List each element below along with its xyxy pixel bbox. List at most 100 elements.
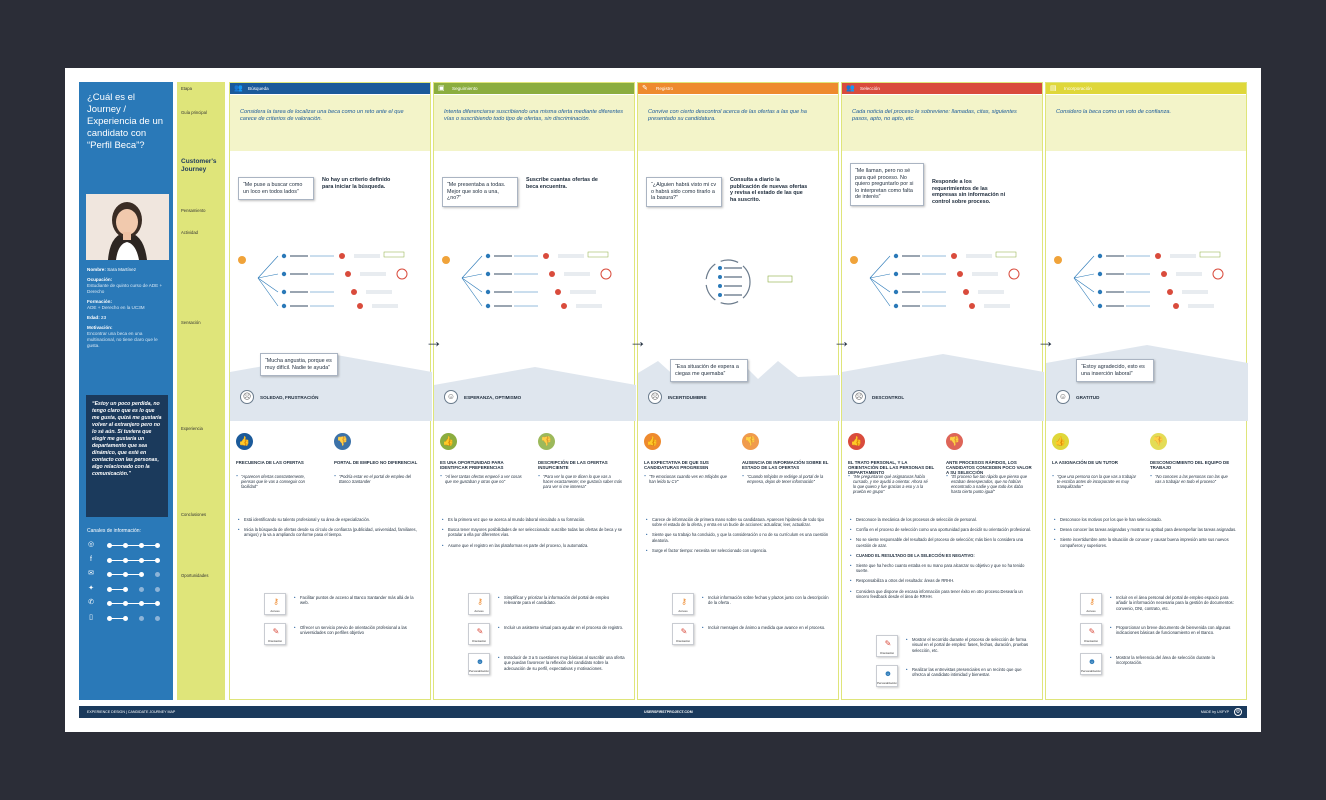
activity-flow	[234, 238, 426, 318]
opportunity-card: ⚷Acceso	[264, 593, 286, 615]
thumbs-down-icon: 👎	[946, 433, 963, 450]
channel-dot	[107, 572, 112, 577]
row-label-pensamiento: Pensamiento	[181, 208, 206, 213]
thought-bubble: “¿Alguien habrá visto mi cv o habrá sido…	[646, 177, 722, 207]
conclusion-item: Desconoce los motivos por los que le han…	[1054, 517, 1240, 522]
conclusion-item: Siente que ha hecho cuanto estaba en su …	[850, 563, 1036, 573]
motivation-label: Motivación:	[87, 325, 113, 330]
channel-dot	[139, 615, 144, 621]
sensation-band	[434, 333, 636, 421]
conclusion-item: Siente que su trabajo ha concluido, y qu…	[646, 532, 832, 542]
experience-quote: “Cuando Infojobs te redirige al portal d…	[742, 474, 826, 484]
opportunity-item: ✎OrientaciónIncluir un asistente virtual…	[468, 623, 628, 649]
footer-bar: EXPERIENCE DESIGN | CANDIDATE JOURNEY MA…	[79, 706, 1247, 718]
persona-photo	[86, 194, 169, 260]
stage-arrow-icon: →	[425, 331, 443, 351]
compass-icon: ✎	[1088, 627, 1096, 636]
emotion-label: GRATITUD	[1076, 395, 1100, 400]
sensation-band	[230, 333, 432, 421]
emotion-face-icon: ☺	[1056, 390, 1070, 404]
opportunity-label: Orientación	[1083, 639, 1099, 643]
row-label-guia: Guía principal	[181, 110, 207, 115]
channel-dot	[155, 557, 160, 563]
age-value: 23	[101, 315, 107, 320]
experience-title: EL TRATO PERSONAL, Y LA ORIENTACIÓN DEL …	[848, 460, 935, 476]
stage-name: Seguimiento	[452, 86, 478, 91]
thought-summary: Consulta a diario la publicación de nuev…	[730, 177, 808, 203]
emotion-face-icon: ☹	[240, 390, 254, 404]
stage-arrow-icon: →	[1037, 331, 1055, 351]
experience-quote: “Aparecen ofertas constantemente, piensa…	[236, 474, 320, 489]
emotion-label: SOLEDAD, FRUSTRACIÓN	[260, 395, 319, 400]
occupation-label: Ocupación:	[87, 277, 113, 282]
activity-flow	[438, 238, 630, 318]
opportunity-label: Acceso	[474, 609, 484, 613]
footer-left: EXPERIENCE DESIGN | CANDIDATE JOURNEY MA…	[87, 710, 176, 714]
opportunity-card: ⚷Acceso	[672, 593, 694, 615]
stage-header: 👥Búsqueda	[230, 83, 430, 94]
row-label-conclusiones: Conclusiones	[181, 512, 207, 517]
stage-guide: Considero la beca como un voto de confia…	[1046, 95, 1246, 151]
conclusions-list: Carece de información de primera mano so…	[646, 517, 832, 558]
person-icon: ☻	[1087, 657, 1097, 666]
experience-title: PORTAL DE EMPLEO NO DIFERENCIAL	[334, 460, 418, 465]
conclusion-item: Siente incertidumbre ante la situación d…	[1054, 537, 1240, 547]
thought-bubble: “Me presentaba a todas. Mejor que solo a…	[442, 177, 518, 207]
stage-guide: Intenta diferenciarse suscribiendo una m…	[434, 95, 634, 151]
stage-guide: Convive con cierto descontrol acerca de …	[638, 95, 838, 151]
channel-dot	[107, 615, 112, 621]
experience-quote: “Para ver lo que te dicen lo que vas a h…	[538, 474, 622, 489]
persona-panel: ¿Cuál es el Journey / Experiencia de un …	[79, 82, 173, 700]
conclusion-item: Es la primera vez que se acerca al mundo…	[442, 517, 628, 522]
compass-icon: ✎	[476, 627, 484, 636]
experience-quote: “Que una persona con la que vas a trabaj…	[1052, 474, 1136, 489]
experience-title: DESCRIPCIÓN DE LAS OFERTAS INSUFICIENTE	[538, 460, 608, 471]
opportunity-text: Incluir en el área personal del portal d…	[1110, 595, 1238, 611]
person-icon: ☻	[475, 657, 485, 666]
conclusions-list: Desconoce los motivos por los que le han…	[1054, 517, 1240, 553]
channel-line	[109, 559, 157, 561]
opportunity-card: ⚷Acceso	[1080, 593, 1102, 615]
channels-title: Canales de información:	[87, 528, 141, 534]
persona-name: Sara Martínez	[107, 267, 137, 272]
experience-quote: “Te emocionas cuando ves en Infojobs que…	[644, 474, 728, 484]
conclusions-list: Es la primera vez que se acerca al mundo…	[442, 517, 628, 553]
activity-flow	[642, 238, 834, 318]
experience-quote: “El proceso fue tan rápido que pienso qu…	[946, 474, 1030, 494]
opportunity-card: ☻Personalización	[1080, 653, 1102, 675]
opportunity-item: ⚷AccesoFacilitar puntos de acceso al Ban…	[264, 593, 424, 619]
conclusion-item: Desea conocer las tareas asignadas y mos…	[1054, 527, 1240, 532]
channel-dot	[107, 557, 112, 563]
email-icon: ✉	[88, 570, 94, 577]
channel-row: ✉	[87, 570, 167, 578]
opportunity-item: ☻PersonalizaciónIntroducir de 3 a 5 cues…	[468, 653, 628, 679]
footer-link[interactable]: USERSFIRSTPROJECT.COM	[644, 710, 693, 714]
thumbs-down-icon: 👎	[742, 433, 759, 450]
stage-arrow-icon: →	[629, 331, 647, 351]
feeling-quote: “Mucha angustia, porque es muy difícil. …	[260, 353, 338, 377]
stage-name: Registro	[656, 86, 674, 91]
experience-quote: “Podría estar en el portal de empleo del…	[334, 474, 418, 484]
opportunity-text: Simplificar y priorizar la información d…	[498, 595, 626, 606]
opportunity-item: ☻PersonalizaciónRealizar las entrevistas…	[876, 665, 1036, 691]
opportunity-label: Orientación	[675, 639, 691, 643]
feeling-quote: “Estoy agradecido, esto es una inserción…	[1076, 359, 1154, 383]
opportunity-label: Orientación	[471, 639, 487, 643]
education-value: ADE + Derecho en la UC3M	[87, 305, 145, 310]
opportunity-label: Acceso	[270, 609, 280, 613]
stage-icon: ▣	[438, 85, 445, 92]
conclusion-item: Asume que el registro en las plataformas…	[442, 543, 628, 548]
thought-summary: No hay un criterio definido para iniciar…	[322, 177, 391, 190]
row-label-experiencia: Experiencia	[181, 426, 203, 431]
opportunity-item: ✎OrientaciónProporcionar un breve docume…	[1080, 623, 1240, 649]
channel-dot	[123, 572, 128, 577]
thumbs-up-icon: 👍	[236, 433, 253, 450]
phone-icon: ▯	[89, 613, 93, 621]
conclusions-list: Desconoce la mecánica de los procesos de…	[850, 517, 1036, 604]
channel-row: ▯	[87, 614, 167, 622]
thumbs-up-icon: 👍	[1052, 433, 1069, 450]
emotion-label: DESCONTROL	[872, 395, 905, 400]
footer-logo-icon: ⚙	[1234, 708, 1242, 716]
